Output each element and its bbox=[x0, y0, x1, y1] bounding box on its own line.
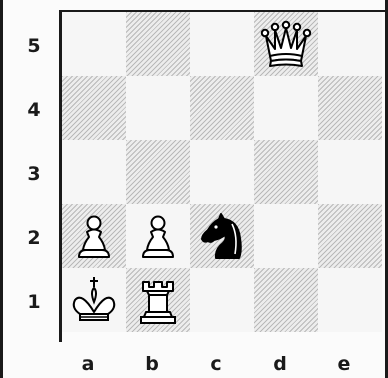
file-label-e: e bbox=[312, 352, 376, 376]
square-e5[interactable] bbox=[318, 12, 382, 76]
rank-label-4: 4 bbox=[24, 98, 44, 122]
square-a1[interactable] bbox=[62, 268, 126, 332]
square-c1[interactable] bbox=[190, 268, 254, 332]
rank-label-2: 2 bbox=[24, 226, 44, 250]
white-queen-icon[interactable] bbox=[260, 18, 312, 70]
square-c5[interactable] bbox=[190, 12, 254, 76]
square-d5[interactable] bbox=[254, 12, 318, 76]
file-label-a: a bbox=[56, 352, 120, 376]
square-c4[interactable] bbox=[190, 76, 254, 140]
square-b4[interactable] bbox=[126, 76, 190, 140]
rank-label-5: 5 bbox=[24, 34, 44, 58]
square-a2[interactable] bbox=[62, 204, 126, 268]
white-pawn-icon[interactable] bbox=[68, 210, 120, 262]
square-a3[interactable] bbox=[62, 140, 126, 204]
square-b1[interactable] bbox=[126, 268, 190, 332]
file-label-d: d bbox=[248, 352, 312, 376]
square-e2[interactable] bbox=[318, 204, 382, 268]
square-c2[interactable] bbox=[190, 204, 254, 268]
file-label-b: b bbox=[120, 352, 184, 376]
square-b3[interactable] bbox=[126, 140, 190, 204]
square-c3[interactable] bbox=[190, 140, 254, 204]
square-d1[interactable] bbox=[254, 268, 318, 332]
square-e4[interactable] bbox=[318, 76, 382, 140]
square-b5[interactable] bbox=[126, 12, 190, 76]
rank-label-3: 3 bbox=[24, 162, 44, 186]
white-pawn-icon[interactable] bbox=[132, 210, 184, 262]
square-d3[interactable] bbox=[254, 140, 318, 204]
rank-label-1: 1 bbox=[24, 290, 44, 314]
white-king-icon[interactable] bbox=[68, 274, 120, 326]
square-a4[interactable] bbox=[62, 76, 126, 140]
square-e1[interactable] bbox=[318, 268, 382, 332]
square-d4[interactable] bbox=[254, 76, 318, 140]
square-d2[interactable] bbox=[254, 204, 318, 268]
square-e3[interactable] bbox=[318, 140, 382, 204]
square-a5[interactable] bbox=[62, 12, 126, 76]
white-rook-icon[interactable] bbox=[132, 274, 184, 326]
square-b2[interactable] bbox=[126, 204, 190, 268]
left-border bbox=[0, 0, 3, 378]
file-label-c: c bbox=[184, 352, 248, 376]
chess-board bbox=[59, 10, 388, 342]
black-knight-icon[interactable] bbox=[196, 210, 248, 262]
